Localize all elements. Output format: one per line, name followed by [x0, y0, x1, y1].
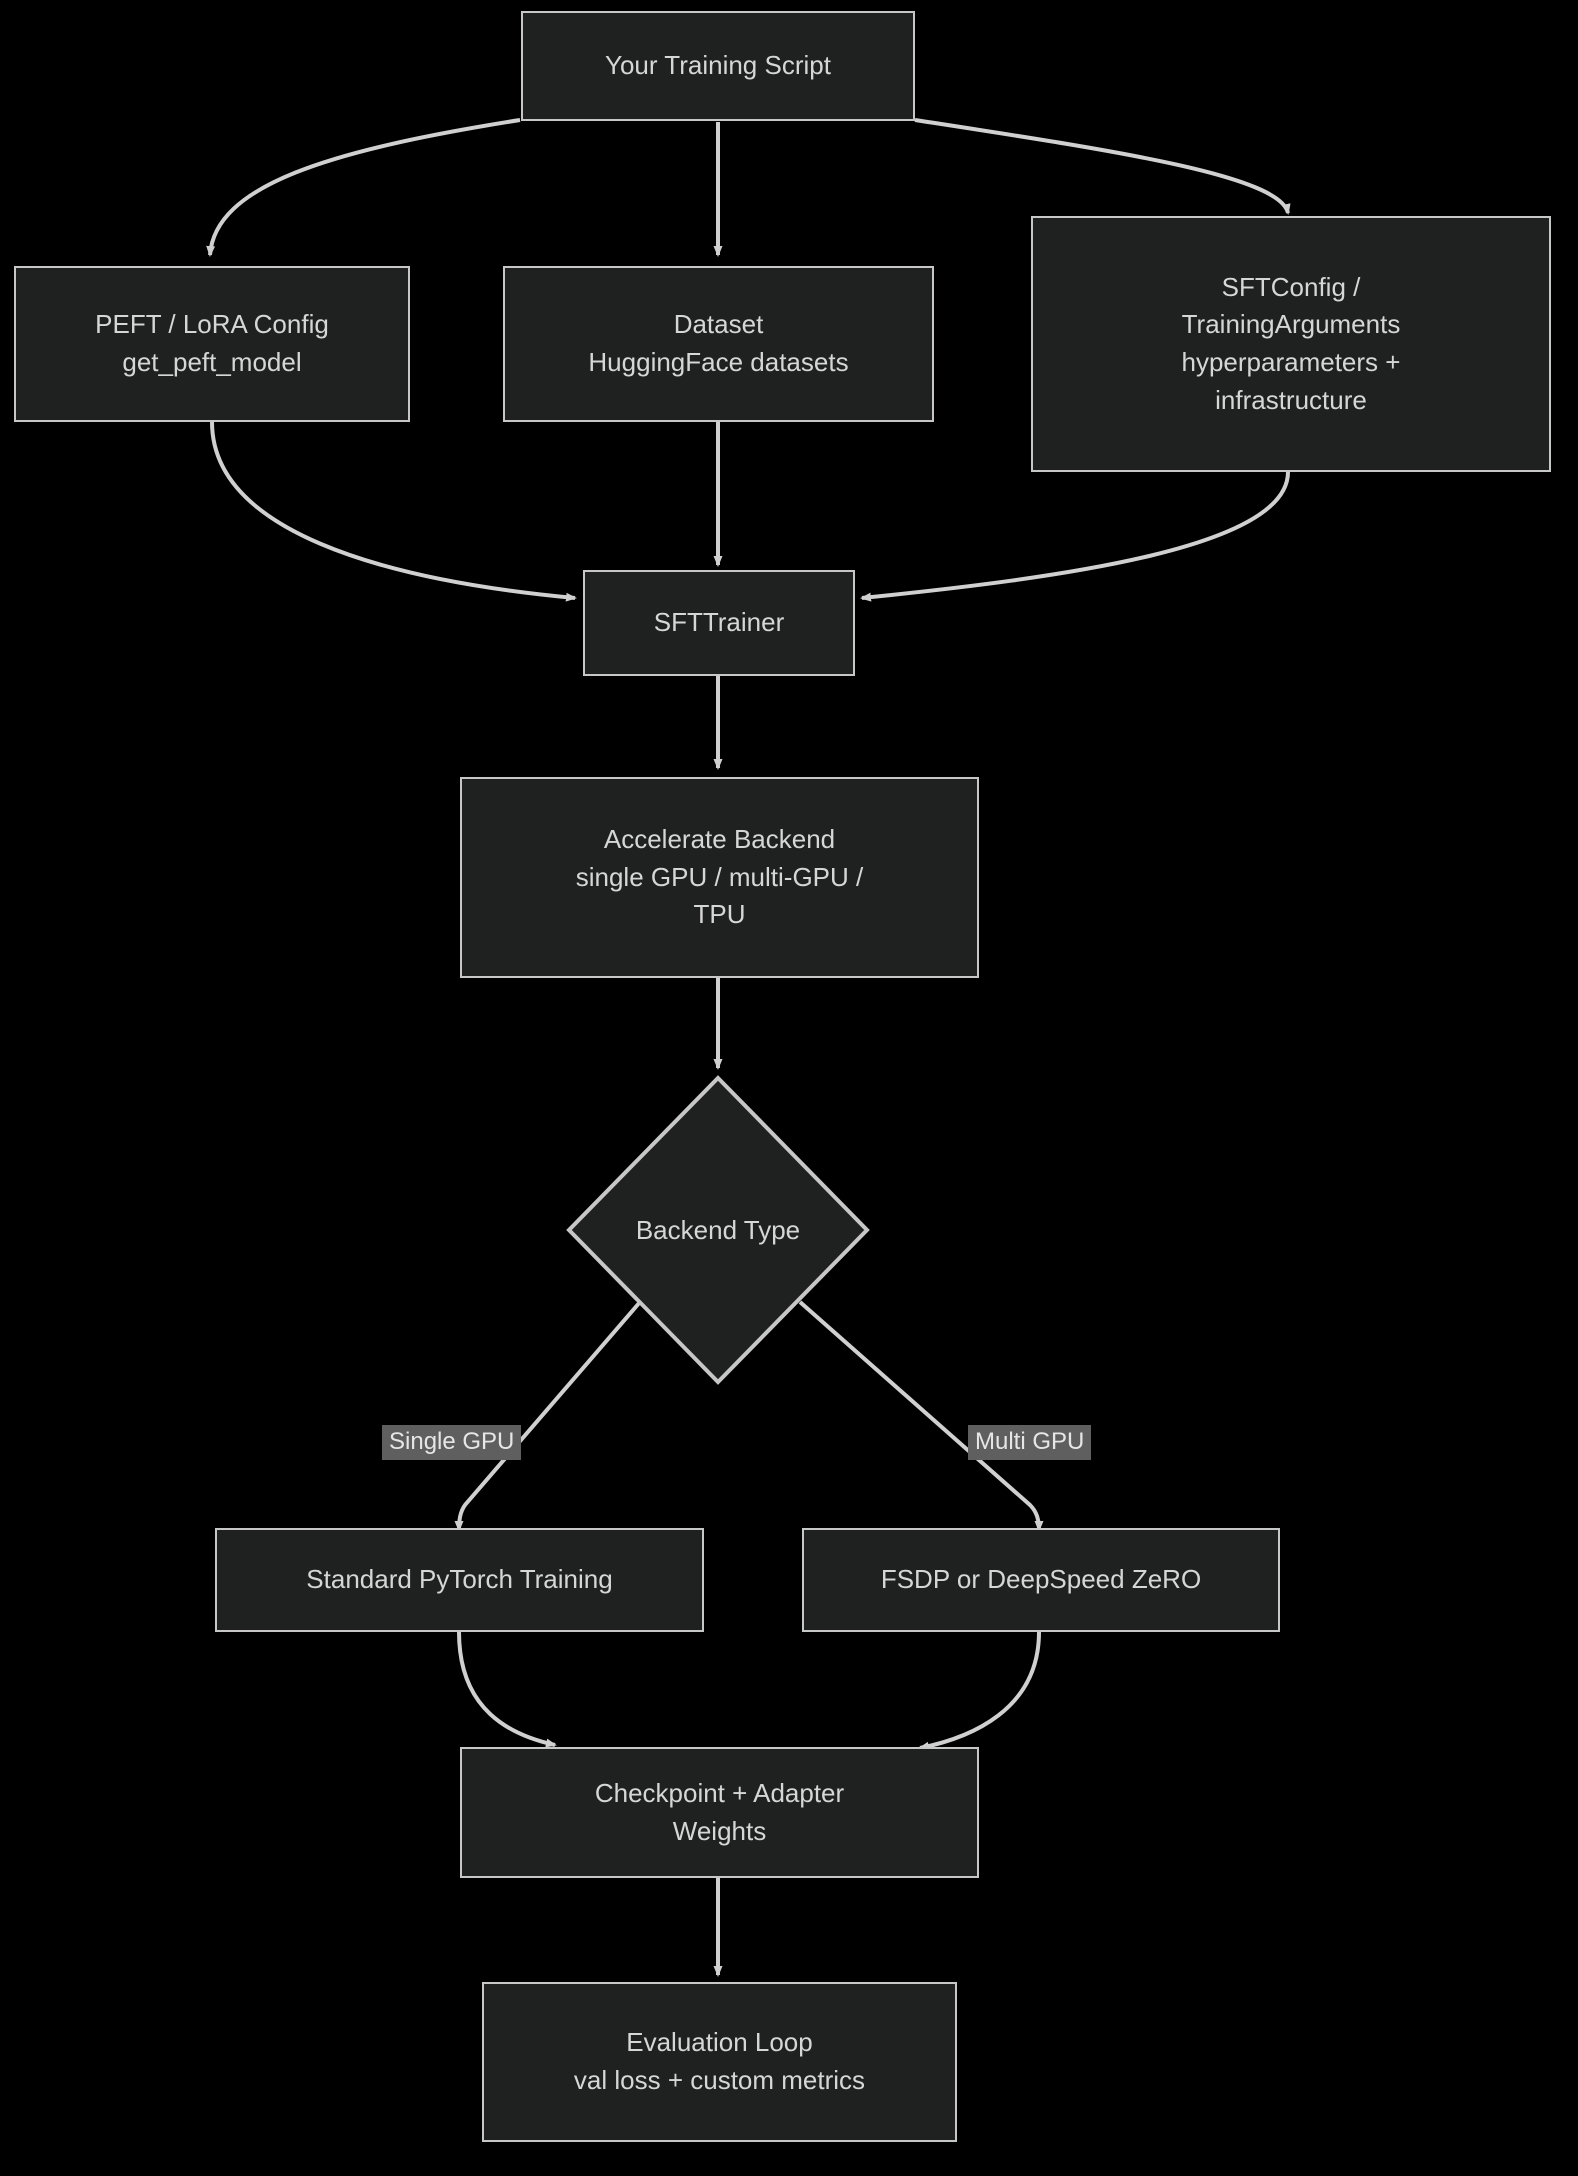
node-accelerate-backend-line-2: single GPU / multi-GPU /: [575, 861, 864, 892]
node-peft-lora-config-line-1: PEFT / LoRA Config: [95, 309, 329, 340]
edge-decision-to-multi-gpu: [798, 1300, 1044, 1532]
node-evaluation-loop-line-1: Evaluation Loop: [626, 2027, 813, 2058]
node-training-script[interactable]: Your Training Script: [521, 11, 915, 121]
diamond-shape: [566, 1075, 870, 1385]
edge-script-to-peft: [206, 118, 521, 257]
node-dataset[interactable]: Dataset HuggingFace datasets: [503, 266, 934, 422]
node-fsdp-deepspeed-line-1: FSDP or DeepSpeed ZeRO: [880, 1564, 1202, 1595]
node-checkpoint-adapter-line-1: Checkpoint + Adapter: [594, 1777, 845, 1808]
edge-label-single-gpu: Single GPU: [382, 1425, 522, 1460]
edge-label-single-gpu-text: Single GPU: [389, 1428, 515, 1455]
node-fsdp-deepspeed[interactable]: FSDP or DeepSpeed ZeRO: [802, 1528, 1280, 1632]
edge-label-multi-gpu-text: Multi GPU: [975, 1428, 1085, 1455]
node-dataset-line-1: Dataset: [673, 309, 764, 340]
node-training-script-line-1: Your Training Script: [605, 50, 831, 81]
edge-decision-to-single-gpu: [454, 1300, 642, 1532]
node-peft-lora-config[interactable]: PEFT / LoRA Config get_peft_model: [14, 266, 410, 422]
node-sft-config-line-1: SFTConfig /: [1221, 271, 1361, 302]
node-peft-lora-config-line-2: get_peft_model: [122, 347, 302, 377]
edge-multi-gpu-to-checkpoint: [918, 1631, 1041, 1751]
node-backend-type[interactable]: Backend Type: [566, 1075, 870, 1385]
node-accelerate-backend[interactable]: Accelerate Backend single GPU / multi-GP…: [460, 777, 979, 978]
node-sft-config-line-2: TrainingArguments: [1181, 309, 1401, 340]
node-sft-trainer-line-1: SFTTrainer: [653, 607, 785, 638]
edge-label-multi-gpu: Multi GPU: [968, 1425, 1092, 1460]
node-sft-config-line-4: infrastructure: [1215, 384, 1367, 415]
node-sft-config-line-3: hyperparameters +: [1181, 347, 1401, 377]
node-standard-pytorch-training[interactable]: Standard PyTorch Training: [215, 1528, 704, 1632]
node-standard-pytorch-training-line-1: Standard PyTorch Training: [306, 1564, 613, 1595]
node-checkpoint-adapter[interactable]: Checkpoint + Adapter Weights: [460, 1747, 979, 1878]
node-evaluation-loop[interactable]: Evaluation Loop val loss + custom metric…: [482, 1982, 957, 2142]
node-evaluation-loop-line-2: val loss + custom metrics: [573, 2065, 866, 2095]
node-accelerate-backend-line-3: TPU: [693, 899, 746, 930]
node-checkpoint-adapter-line-2: Weights: [672, 1815, 767, 1846]
edge-single-gpu-to-checkpoint: [457, 1631, 557, 1748]
edge-sftconfig-to-trainer: [860, 471, 1290, 602]
node-dataset-line-2: HuggingFace datasets: [588, 347, 849, 377]
node-sft-config[interactable]: SFTConfig / TrainingArguments hyperparam…: [1031, 216, 1551, 472]
node-sft-trainer[interactable]: SFTTrainer: [583, 570, 855, 676]
edge-script-to-sftconfig: [914, 118, 1291, 215]
node-accelerate-backend-line-1: Accelerate Backend: [603, 823, 836, 854]
edge-peft-to-trainer: [210, 421, 577, 602]
